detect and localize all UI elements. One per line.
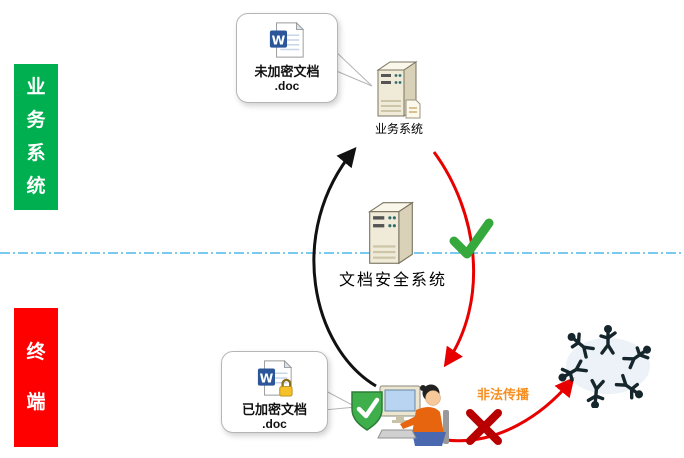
cross-icon [466,409,502,445]
upload-arrow [312,146,377,388]
word-letter: W [272,33,286,47]
callout-encrypted-doc: W 已加密文档 .doc [221,351,328,433]
lock-icon [278,378,293,397]
callout-tail-top [333,48,373,87]
word-document-icon: W [269,21,305,58]
crowd-icon [556,322,660,413]
callout-unencrypted-ext: .doc [274,79,300,93]
business-server-label: 业务系统 [374,122,423,136]
zone-terminal-label: 终端 [26,342,46,413]
encrypted-delivery-arrow [432,151,476,368]
server-doc-badge [405,99,421,119]
security-server-icon [360,196,422,275]
callout-unencrypted-title: 未加密文档 [254,64,320,79]
business-server-icon [370,54,424,129]
zone-business-system: 业务系统 [14,64,58,210]
callout-unencrypted-doc: W 未加密文档 .doc [236,13,338,103]
security-server-label: 文档安全系统 [338,272,447,289]
shield-check-icon [351,391,383,431]
user-computer-icon [346,380,450,458]
word-document-locked-icon: W [257,359,293,397]
callout-encrypted-ext: .doc [262,417,287,431]
illegal-spread-arrow [445,376,575,443]
callout-encrypted-title: 已加密文档 [241,402,307,417]
zone-business-label: 业务系统 [26,76,46,198]
illegal-spread-label: 非法传播 [477,387,530,402]
word-letter: W [259,371,273,385]
zone-terminal: 终端 [14,308,58,447]
checkmark-icon [449,218,494,259]
